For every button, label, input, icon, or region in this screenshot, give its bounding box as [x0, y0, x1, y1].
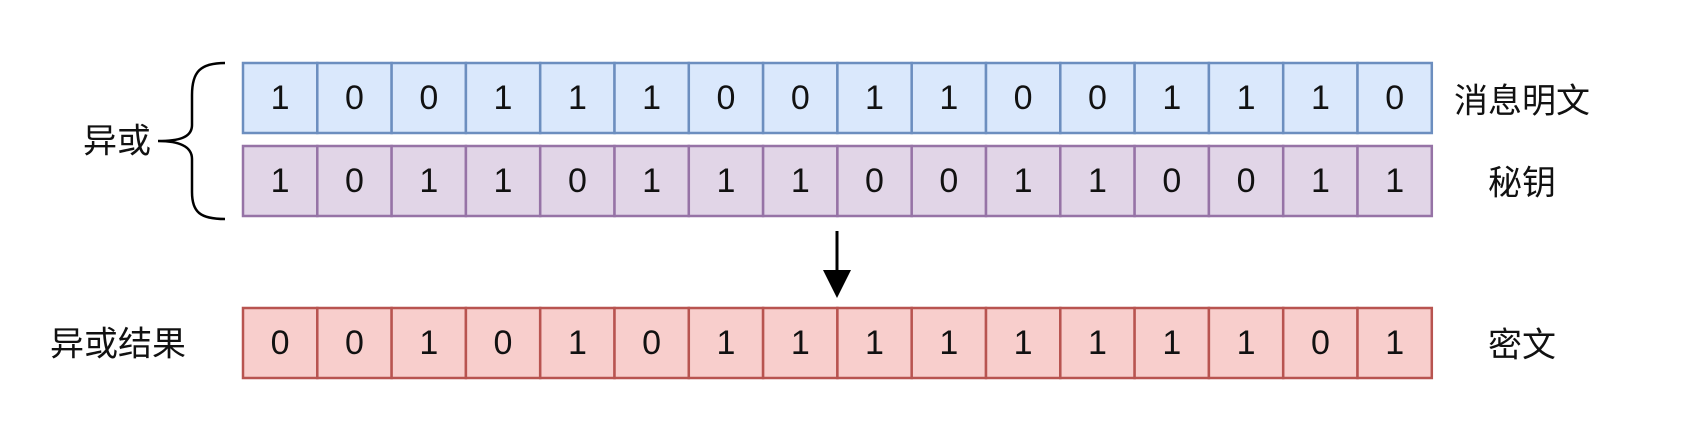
plaintext-bit-value: 1 — [1311, 79, 1330, 117]
key-bit-value: 0 — [939, 162, 958, 200]
ciphertext-bit-value: 0 — [642, 324, 661, 362]
plaintext-bit-value: 1 — [865, 79, 884, 117]
key-bit-cell — [1059, 144, 1136, 218]
ciphertext-bit-value: 1 — [419, 324, 438, 362]
key-label: 秘钥 — [1488, 164, 1556, 204]
plaintext-bit-value: 0 — [1088, 79, 1107, 117]
plaintext-bit-cell — [613, 61, 691, 135]
ciphertext-bit-cell — [464, 306, 542, 380]
ciphertext-bit-cell — [836, 306, 913, 380]
ciphertext-row: 0 0 1 0 1 0 1 1 1 1 1 1 1 1 0 1 — [241, 306, 1434, 380]
ciphertext-bit-value: 0 — [1311, 324, 1330, 362]
key-bit-value: 1 — [791, 162, 810, 200]
ciphertext-bit-cell — [1356, 306, 1434, 380]
ciphertext-bit-cell — [390, 306, 468, 380]
key-row: 1 0 1 1 0 1 1 1 0 0 1 1 0 0 1 1 — [241, 144, 1434, 218]
plaintext-bit-cell — [1133, 61, 1211, 135]
arrow-down-icon — [823, 270, 851, 298]
key-bit-value: 1 — [1385, 162, 1404, 200]
plaintext-row: 1 0 0 1 1 1 0 0 1 1 0 0 1 1 1 0 — [241, 61, 1434, 135]
plaintext-bit-cell — [538, 61, 616, 135]
key-bit-cell — [1281, 144, 1359, 218]
xor-label: 异或 — [83, 122, 151, 162]
ciphertext-bit-value: 1 — [1237, 324, 1256, 362]
key-bit-cell — [538, 144, 616, 218]
key-bit-value: 1 — [1014, 162, 1033, 200]
ciphertext-bit-value: 1 — [1162, 324, 1181, 362]
plaintext-bit-cell — [687, 61, 765, 135]
key-bit-cell — [836, 144, 913, 218]
plaintext-bit-value: 0 — [716, 79, 735, 117]
key-bit-value: 1 — [716, 162, 735, 200]
key-bit-value: 1 — [1088, 162, 1107, 200]
ciphertext-label: 密文 — [1488, 326, 1556, 366]
key-bit-cell — [1133, 144, 1211, 218]
key-bit-cell — [1356, 144, 1434, 218]
plaintext-bit-value: 1 — [939, 79, 958, 117]
plaintext-bit-cell — [910, 61, 988, 135]
ciphertext-bit-cell — [316, 306, 393, 380]
plaintext-bit-value: 0 — [1014, 79, 1033, 117]
ciphertext-bit-cell — [761, 306, 839, 380]
plaintext-bit-value: 0 — [791, 79, 810, 117]
key-bit-value: 1 — [271, 162, 290, 200]
ciphertext-bit-value: 1 — [791, 324, 810, 362]
plaintext-bit-cell — [390, 61, 468, 135]
plaintext-bit-cell — [241, 61, 319, 135]
plaintext-bit-cell — [1207, 61, 1285, 135]
left-curly-brace-icon — [157, 61, 226, 221]
ciphertext-bit-value: 1 — [939, 324, 958, 362]
key-bit-cell — [984, 144, 1062, 218]
plaintext-label: 消息明文 — [1454, 82, 1590, 122]
key-bit-value: 0 — [345, 162, 364, 200]
plaintext-bit-value: 1 — [642, 79, 661, 117]
xor-result-label: 异或结果 — [50, 325, 186, 365]
plaintext-bit-value: 0 — [1385, 79, 1404, 117]
ciphertext-bit-cell — [910, 306, 988, 380]
plaintext-bit-value: 1 — [1237, 79, 1256, 117]
plaintext-bit-cell — [1356, 61, 1434, 135]
plaintext-bit-value: 1 — [1162, 79, 1181, 117]
ciphertext-bit-cell — [538, 306, 616, 380]
key-bit-value: 1 — [642, 162, 661, 200]
ciphertext-bit-cell — [1281, 306, 1359, 380]
key-bit-value: 1 — [419, 162, 438, 200]
key-bit-value: 0 — [1237, 162, 1256, 200]
key-bit-value: 1 — [1311, 162, 1330, 200]
key-bit-cell — [241, 144, 319, 218]
plaintext-bit-value: 1 — [494, 79, 513, 117]
key-bit-cell — [687, 144, 765, 218]
plaintext-bit-value: 0 — [345, 79, 364, 117]
ciphertext-bit-cell — [1133, 306, 1211, 380]
key-bit-value: 0 — [865, 162, 884, 200]
plaintext-bit-cell — [1059, 61, 1136, 135]
ciphertext-bit-cell — [613, 306, 691, 380]
ciphertext-bit-value: 1 — [716, 324, 735, 362]
ciphertext-bit-value: 0 — [271, 324, 290, 362]
ciphertext-bit-value: 1 — [1014, 324, 1033, 362]
ciphertext-bit-value: 1 — [865, 324, 884, 362]
ciphertext-bit-value: 0 — [345, 324, 364, 362]
ciphertext-bit-cell — [1207, 306, 1285, 380]
key-bit-value: 0 — [568, 162, 587, 200]
key-bit-cell — [613, 144, 691, 218]
key-bit-value: 1 — [494, 162, 513, 200]
ciphertext-bit-value: 1 — [568, 324, 587, 362]
plaintext-bit-cell — [761, 61, 839, 135]
plaintext-bit-cell — [836, 61, 913, 135]
plaintext-bit-cell — [316, 61, 393, 135]
plaintext-bit-value: 1 — [271, 79, 290, 117]
plaintext-bit-value: 1 — [568, 79, 587, 117]
ciphertext-bit-value: 1 — [1385, 324, 1404, 362]
plaintext-bit-value: 0 — [419, 79, 438, 117]
ciphertext-bit-value: 0 — [494, 324, 513, 362]
key-bit-cell — [390, 144, 468, 218]
key-bit-value: 0 — [1162, 162, 1181, 200]
key-bit-cell — [464, 144, 542, 218]
ciphertext-bit-value: 1 — [1088, 324, 1107, 362]
